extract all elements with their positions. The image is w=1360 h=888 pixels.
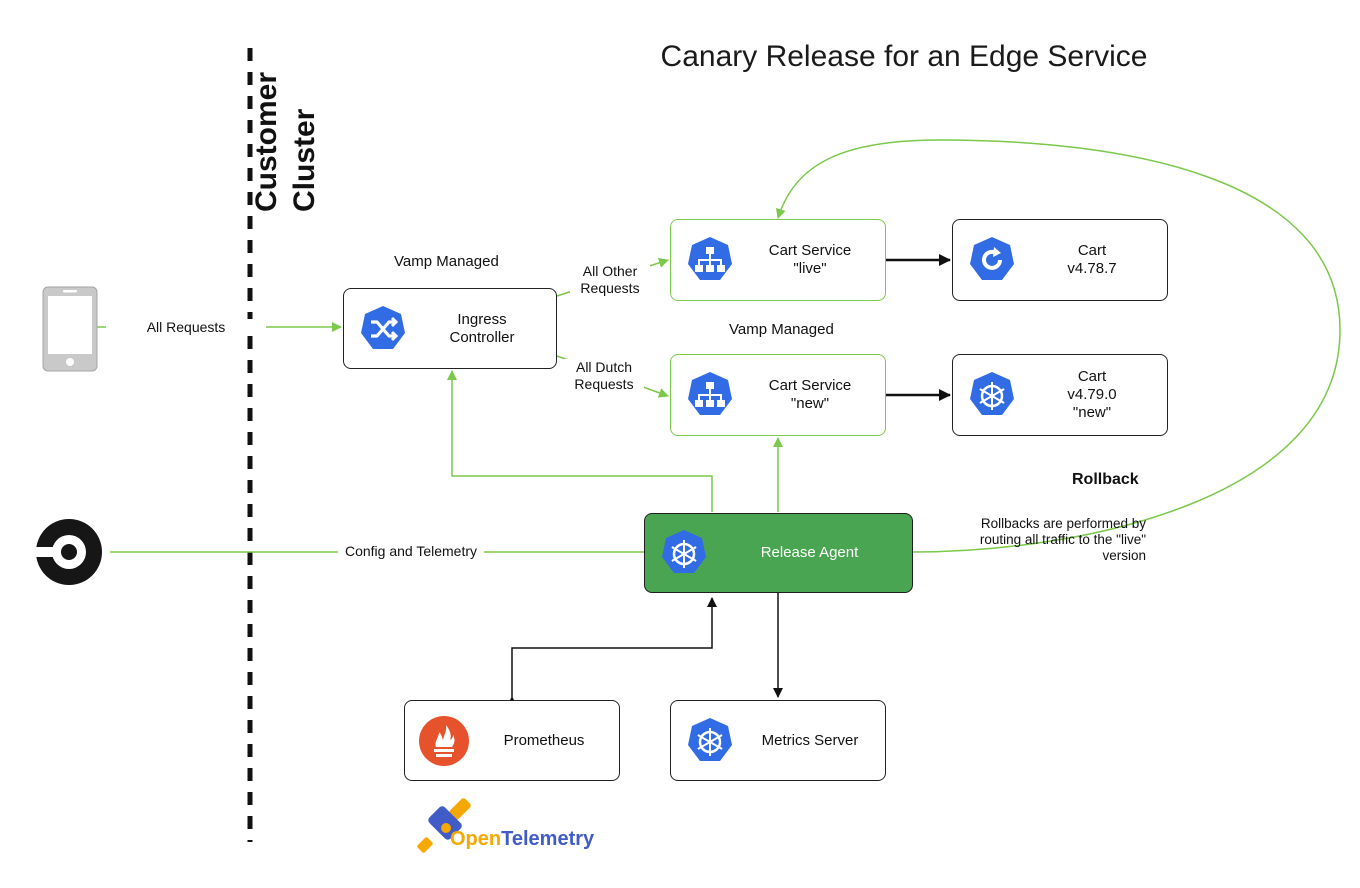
otel-wordmark-open: Open xyxy=(450,828,502,850)
edge-rollback-curve xyxy=(775,139,1341,553)
cart-new-label: Cart v4.79.0 "new" xyxy=(1067,368,1117,421)
cart-service-new-label: Cart Service "new" xyxy=(768,377,852,412)
opentelemetry-logo: OpenTelemetry xyxy=(416,794,616,864)
metrics-server-node[interactable]: Metrics Server xyxy=(670,700,886,781)
all-dutch-requests-label: All Dutch Requests xyxy=(564,359,644,393)
telescope-icon xyxy=(417,798,471,853)
cart-live-node[interactable]: Cart v4.78.7 xyxy=(952,219,1168,301)
diagram-title: Canary Release for an Edge Service xyxy=(660,40,1148,73)
vamp-managed-label-top: Vamp Managed xyxy=(394,253,499,270)
cart-service-live-label: Cart Service "live" xyxy=(768,242,852,277)
rollback-description: Rollbacks are performed by routing all t… xyxy=(979,516,1146,563)
rollback-title: Rollback xyxy=(1072,471,1139,488)
cart-service-live-node[interactable]: Cart Service "live" xyxy=(670,219,886,301)
kubernetes-helm-icon xyxy=(967,370,1017,420)
all-other-requests-label: All Other Requests xyxy=(570,263,650,297)
metrics-server-label: Metrics Server xyxy=(761,731,859,749)
vamp-managed-label-mid: Vamp Managed xyxy=(729,321,834,338)
prometheus-label: Prometheus xyxy=(503,731,585,749)
ingress-controller-label: Ingress Controller xyxy=(449,310,515,346)
prometheus-node[interactable]: Prometheus xyxy=(404,700,620,781)
mobile-phone-icon xyxy=(42,286,98,372)
edge-prometheus-agent xyxy=(507,597,717,706)
all-requests-label: All Requests xyxy=(106,319,266,336)
edge-agent-to-ingress xyxy=(447,370,713,512)
cart-service-new-node[interactable]: Cart Service "new" xyxy=(670,354,886,436)
release-agent-label: Release Agent xyxy=(760,544,859,561)
release-agent-node[interactable]: Release Agent xyxy=(644,513,913,593)
circleci-logo-icon xyxy=(36,519,102,585)
shuffle-icon xyxy=(358,304,408,354)
cart-live-label: Cart v4.78.7 xyxy=(1067,242,1117,277)
otel-wordmark-telemetry: Telemetry xyxy=(501,828,595,850)
kubernetes-helm-icon xyxy=(659,528,709,578)
rollout-refresh-icon xyxy=(967,235,1017,285)
ingress-controller-node[interactable]: Ingress Controller xyxy=(343,288,557,369)
cart-new-node[interactable]: Cart v4.79.0 "new" xyxy=(952,354,1168,436)
kubernetes-helm-icon xyxy=(685,716,735,766)
prometheus-flame-icon xyxy=(419,715,469,766)
service-network-icon xyxy=(685,235,735,285)
config-telemetry-label: Config and Telemetry xyxy=(338,543,484,560)
service-network-icon xyxy=(685,370,735,420)
